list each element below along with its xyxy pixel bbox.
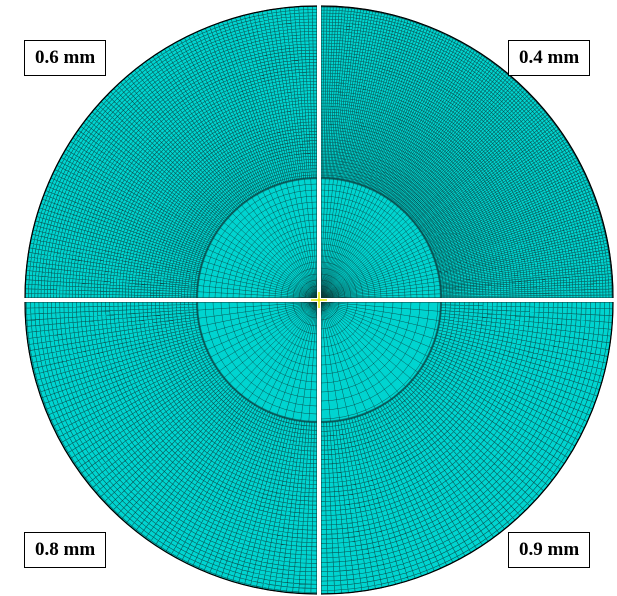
hub-transition-band	[195, 302, 317, 424]
mesh-quadrant-0-4mm	[321, 5, 614, 298]
outer-rim	[24, 302, 317, 595]
outer-rim	[24, 5, 317, 298]
mesh-quadrant-0-8mm	[24, 302, 317, 595]
label-element-size-0-8: 0.8 mm	[24, 532, 107, 568]
hub-free-mesh	[197, 178, 317, 298]
mesh-quadrant-0-6mm	[24, 5, 317, 298]
hub-transition-band	[321, 176, 443, 298]
hub-transition-band	[321, 302, 443, 424]
mesh-quadrant-0-9mm	[321, 302, 614, 595]
hub-free-mesh	[321, 302, 441, 422]
hub-free-mesh	[321, 178, 441, 298]
center-mark	[311, 292, 327, 308]
label-element-size-0-6: 0.6 mm	[24, 40, 107, 76]
hub-free-mesh	[197, 302, 317, 422]
hub-transition-band	[195, 176, 317, 298]
outer-rim	[321, 5, 614, 298]
outer-rim	[321, 302, 614, 595]
label-element-size-0-4: 0.4 mm	[508, 40, 591, 76]
label-element-size-0-9: 0.9 mm	[508, 532, 591, 568]
